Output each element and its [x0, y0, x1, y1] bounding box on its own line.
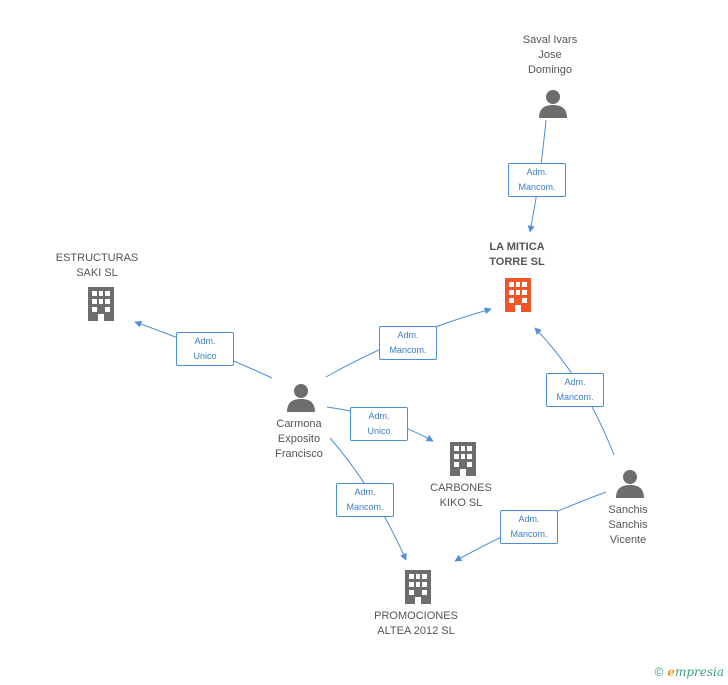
edge-label-carmona-carbones: Adm. Unico	[350, 407, 408, 441]
edge-label-line: Mancom.	[518, 182, 556, 192]
node-label-line: Jose	[538, 49, 562, 61]
brand-name: mpresia	[674, 665, 724, 679]
node-label-line: LA MITICA	[489, 241, 545, 253]
edge-label-line: Adm.	[564, 377, 586, 387]
edge-label-carmona-promociones: Adm. Mancom.	[336, 483, 394, 517]
node-label-estructuras[interactable]: ESTRUCTURAS SAKI SL	[56, 251, 139, 281]
edge-label-sanchis-promociones: Adm. Mancom.	[500, 510, 558, 544]
building-icon[interactable]	[405, 570, 431, 604]
edge-label-saval-mitica: Adm. Mancom.	[508, 163, 566, 197]
node-label-carmona[interactable]: Carmona Exposito Francisco	[275, 417, 323, 462]
node-label-line: Domingo	[527, 64, 573, 76]
edge-label-line: Adm.	[397, 330, 419, 340]
node-label-line: Sanchis	[608, 504, 648, 516]
node-label-promociones[interactable]: PROMOCIONES ALTEA 2012 SL	[374, 609, 458, 639]
edge-label-line: Adm.	[194, 336, 216, 346]
person-icon[interactable]	[539, 90, 567, 118]
edge-label-line: Mancom.	[510, 529, 548, 539]
node-label-mitica[interactable]: LA MITICA TORRE SL	[489, 240, 544, 270]
node-label-line: CARBONES	[430, 482, 492, 494]
edge-label-line: Adm.	[368, 411, 390, 421]
node-label-line: ALTEA 2012 SL	[377, 625, 455, 637]
node-label-line: KIKO SL	[439, 497, 483, 509]
edge-label-carmona-mitica: Adm. Mancom.	[379, 326, 437, 360]
edge-label-line: Mancom.	[346, 502, 384, 512]
node-label-line: TORRE SL	[489, 256, 545, 268]
node-label-line: Francisco	[275, 448, 323, 460]
edge-label-line: Adm.	[354, 487, 376, 497]
node-label-line: Exposito	[277, 433, 321, 445]
node-label-carbones[interactable]: CARBONES KIKO SL	[430, 481, 492, 511]
edge-label-line: Adm.	[518, 514, 540, 524]
node-label-line: Vicente	[609, 534, 647, 546]
edge-label-carmona-estructuras: Adm. Unico	[176, 332, 234, 366]
node-label-line: Carmona	[276, 418, 322, 430]
edge-label-line: Adm.	[526, 167, 548, 177]
node-label-saval[interactable]: Saval Ivars Jose Domingo	[523, 33, 577, 78]
brand-initial: e	[667, 665, 675, 679]
edge-label-line: Mancom.	[389, 345, 427, 355]
edge-label-line: Mancom.	[556, 392, 594, 402]
node-label-line: Saval Ivars	[522, 34, 578, 46]
node-label-sanchis[interactable]: Sanchis Sanchis Vicente	[608, 503, 647, 548]
node-label-line: Sanchis	[608, 519, 648, 531]
edge-label-sanchis-mitica: Adm. Mancom.	[546, 373, 604, 407]
building-icon[interactable]	[88, 287, 114, 321]
edge-label-line: Unico	[193, 351, 217, 361]
building-icon[interactable]	[450, 442, 476, 476]
person-icon[interactable]	[287, 384, 315, 412]
copyright-symbol: ©	[654, 665, 664, 679]
empresia-logo[interactable]: ©empresia	[654, 665, 724, 679]
edge-label-line: Unico	[367, 426, 391, 436]
node-label-line: SAKI SL	[76, 267, 118, 279]
building-icon[interactable]	[505, 278, 531, 312]
node-label-line: PROMOCIONES	[374, 610, 458, 622]
person-icon[interactable]	[616, 470, 644, 498]
node-label-line: ESTRUCTURAS	[55, 252, 139, 264]
